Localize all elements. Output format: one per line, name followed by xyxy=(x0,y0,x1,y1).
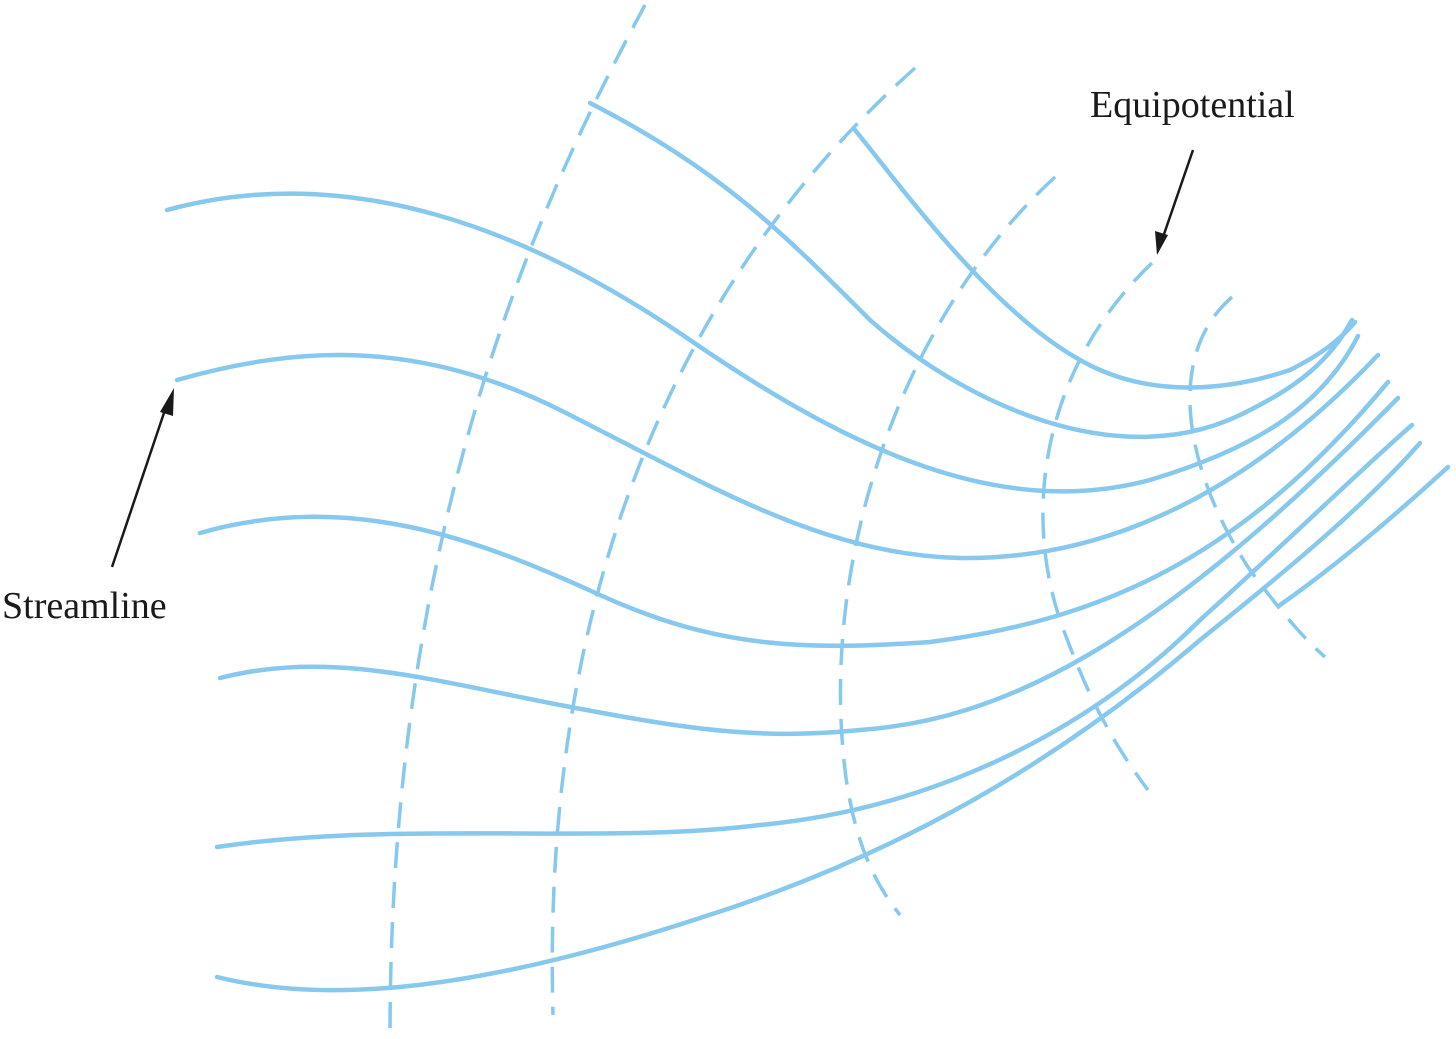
streamline-9 xyxy=(1277,464,1451,608)
equipotential-pointer-line xyxy=(1160,149,1195,241)
streamline-4 xyxy=(174,352,1381,561)
streamline-8 xyxy=(214,440,1423,993)
equipotential-4 xyxy=(1041,261,1154,792)
equipotential-2 xyxy=(550,66,917,1016)
streamline-annotation: Streamline xyxy=(2,388,174,627)
streamline-5 xyxy=(197,379,1391,649)
streamline-7 xyxy=(214,422,1415,850)
streamline-6 xyxy=(217,395,1401,737)
equipotential-1 xyxy=(388,4,647,1036)
streamline-2 xyxy=(852,127,1358,390)
streamline-arrowhead-icon xyxy=(160,388,174,416)
equipotential-arrowhead-icon xyxy=(1155,231,1168,255)
streamline-pointer-line xyxy=(110,403,169,568)
equipotential-label: Equipotential xyxy=(1090,84,1295,126)
equipotential-annotation: Equipotential xyxy=(1090,84,1295,255)
equipotential-5 xyxy=(1188,295,1327,659)
equipotentials xyxy=(388,4,1327,1036)
streamline-1 xyxy=(587,100,1355,440)
streamline-3 xyxy=(164,191,1361,494)
streamline-label: Streamline xyxy=(2,585,167,627)
streamlines xyxy=(164,100,1451,993)
